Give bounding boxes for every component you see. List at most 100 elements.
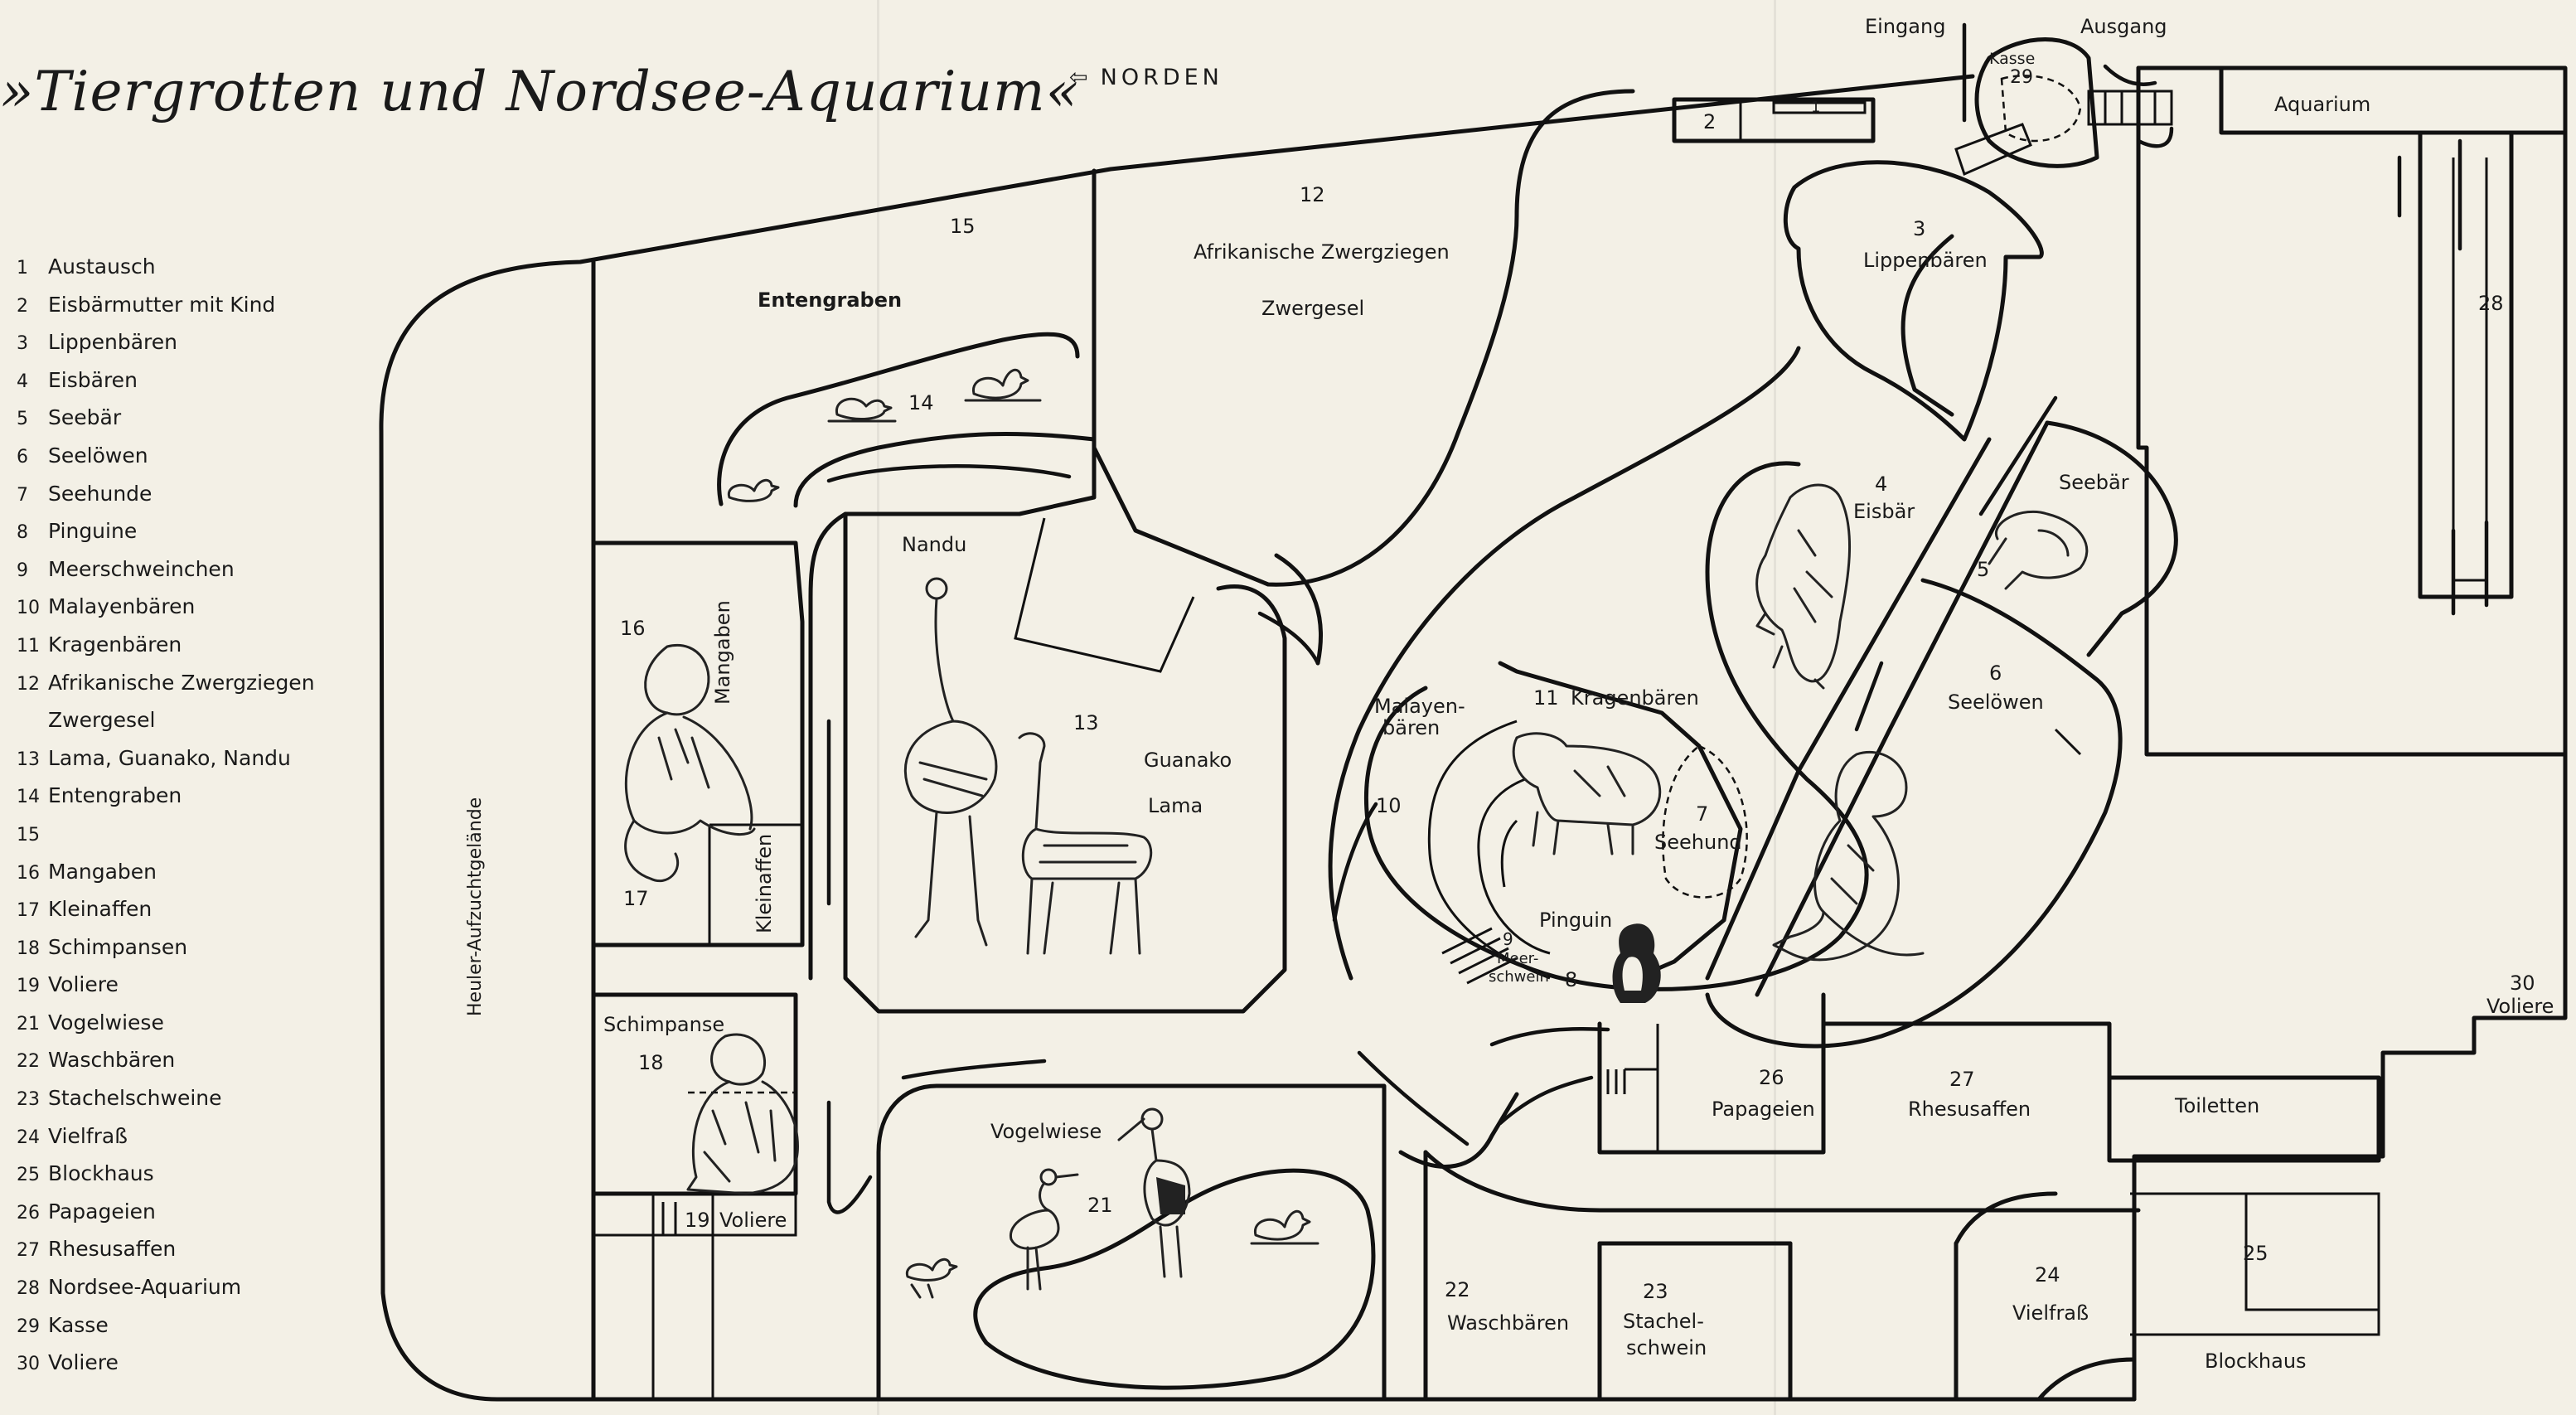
voliere30-label: Voliere bbox=[2486, 995, 2554, 1018]
walking-direction-arrows bbox=[826, 22, 2489, 1214]
enclosure-wall bbox=[843, 511, 1287, 1014]
enclosure-number: 6 bbox=[1989, 661, 2002, 685]
enclosure-number: 14 bbox=[908, 391, 934, 414]
paper-fold bbox=[1774, 0, 1776, 1415]
meerschwein-label: Meer- bbox=[1497, 950, 1538, 967]
entengraben-water bbox=[793, 431, 1097, 508]
malayen-label: bären bbox=[1382, 716, 1440, 739]
seebaer-label: Seebär bbox=[2059, 471, 2129, 494]
heuler-label: Heuler-Aufzuchtgelände bbox=[465, 797, 486, 1016]
lippenbaeren-label: Lippenbären bbox=[1863, 249, 1988, 272]
enclosure-number: 25 bbox=[2243, 1242, 2269, 1265]
papageien-label: Papageien bbox=[1712, 1098, 1815, 1121]
enclosure-number: 9 bbox=[1503, 929, 1513, 949]
aquarium-wall bbox=[2219, 65, 2568, 135]
sealion-icon bbox=[1988, 510, 2089, 590]
seehund-pool bbox=[1662, 744, 1748, 899]
malayen-label: Malayen- bbox=[1374, 695, 1465, 718]
kasse-number: 29 bbox=[2010, 67, 2033, 88]
enclosure-ring bbox=[1477, 778, 1551, 955]
blockhaus-label: Blockhaus bbox=[2205, 1350, 2307, 1373]
voliere-label: Voliere bbox=[719, 1209, 787, 1232]
enclosure-gate bbox=[2054, 728, 2082, 756]
path-edge bbox=[1901, 234, 1954, 417]
path-edge bbox=[1398, 1092, 1519, 1169]
enclosure-number: 3 bbox=[1913, 217, 1925, 240]
schimpanse-label: Schimpanse bbox=[603, 1013, 724, 1036]
stairs bbox=[1441, 927, 1518, 985]
enclosure-number: 15 bbox=[950, 215, 976, 238]
guanako-label: Guanako bbox=[1144, 749, 1232, 772]
enclosure-divider bbox=[593, 1192, 797, 1399]
kasse-stairs bbox=[1954, 123, 2032, 177]
voliere-cage bbox=[661, 1202, 677, 1235]
stachel-label: Stachel- bbox=[1623, 1310, 1704, 1333]
entengraben-water bbox=[717, 332, 1080, 506]
enclosure-wall bbox=[876, 1083, 1387, 1402]
vogelwiese-pond bbox=[973, 1168, 1376, 1390]
enclosure-number: 16 bbox=[620, 617, 646, 640]
north-label: NORDEN bbox=[1100, 65, 1223, 90]
path-edge bbox=[1423, 1150, 2141, 1213]
nandu-label: Nandu bbox=[902, 533, 966, 556]
enclosure-divider bbox=[1739, 99, 1867, 141]
zoo-boundary bbox=[379, 65, 2568, 1402]
kragenbaeren-label: Kragenbären bbox=[1571, 686, 1699, 710]
enclosure-number: 8 bbox=[1565, 968, 1577, 991]
enclosure-number: 4 bbox=[1875, 472, 1887, 496]
duck-icon bbox=[1250, 1209, 1319, 1245]
enclosure-wall bbox=[1705, 578, 2123, 1049]
building-outline bbox=[2130, 1192, 2380, 1336]
aquarium-number: 28 bbox=[2478, 292, 2504, 315]
path-edge bbox=[1705, 437, 1992, 981]
nandu-icon bbox=[903, 577, 998, 947]
legend-item: 15 bbox=[17, 824, 40, 846]
bear-icon bbox=[1755, 483, 1851, 690]
enclosure-wall bbox=[1498, 661, 1743, 989]
enclosure-number: 1 bbox=[1811, 99, 1820, 116]
mangaben-label: Mangaben bbox=[711, 600, 734, 705]
enclosure-number: 26 bbox=[1759, 1066, 1784, 1089]
legend-item: Zwergesel bbox=[48, 708, 156, 733]
paper-fold bbox=[877, 0, 879, 1415]
chimpanzee-icon bbox=[686, 1033, 799, 1195]
kasse-label: Kasse bbox=[1989, 50, 2035, 68]
kasse-booth bbox=[1974, 37, 2099, 168]
entengraben-label: Entengraben bbox=[758, 288, 902, 312]
entrance-label: Eingang bbox=[1865, 15, 1945, 38]
enclosure-number: 11 bbox=[1533, 686, 1559, 710]
enclosure-number: 30 bbox=[2510, 972, 2535, 995]
kleinaffen-label: Kleinaffen bbox=[753, 834, 776, 933]
entrance-stairs bbox=[2087, 90, 2173, 126]
duck-icon bbox=[964, 368, 1042, 402]
eisbaer-label: Eisbär bbox=[1853, 500, 1915, 523]
enclosure-wall bbox=[1672, 97, 1876, 143]
enclosure-number: 7 bbox=[1696, 802, 1708, 826]
path-edge bbox=[1328, 346, 1801, 981]
aquarium-basin bbox=[2418, 130, 2514, 599]
enclosure-number: 5 bbox=[1977, 558, 1989, 581]
zwergziegen-label: Afrikanische Zwergziegen bbox=[1194, 240, 1450, 264]
zwergesel-label: Zwergesel bbox=[1261, 297, 1364, 320]
enclosure-wall bbox=[1092, 89, 1635, 587]
enclosure-divider bbox=[708, 823, 802, 945]
enclosure-number: 22 bbox=[1445, 1278, 1470, 1301]
enclosure-ring bbox=[1427, 720, 1551, 980]
duck-icon bbox=[827, 397, 897, 423]
path-edge bbox=[2036, 1357, 2137, 1402]
